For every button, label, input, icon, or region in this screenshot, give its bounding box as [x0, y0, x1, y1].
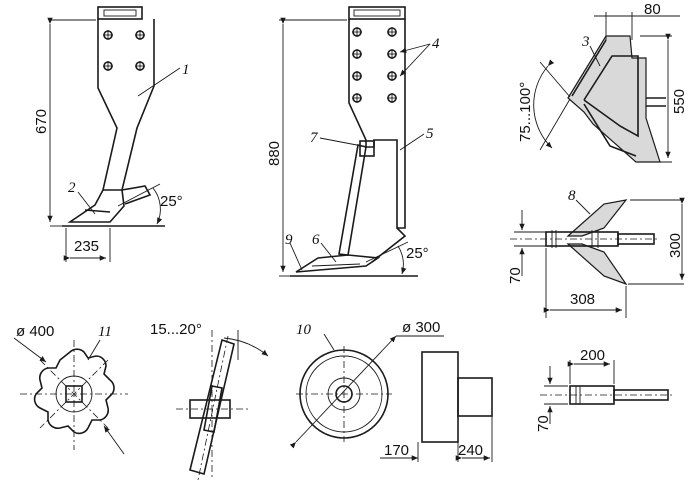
part-label-4: 4: [432, 36, 440, 52]
angle-25-left: 25°: [160, 193, 183, 210]
dim-880: 880: [266, 141, 283, 166]
v-share: [533, 12, 680, 163]
share-left: [67, 189, 125, 223]
dim-70-right: 70: [507, 267, 524, 284]
part-label-5: 5: [426, 126, 434, 142]
disc-side: [421, 351, 459, 443]
dim-80: 80: [644, 1, 661, 18]
dim-670: 670: [33, 109, 50, 134]
dim-550: 550: [671, 89, 688, 114]
inclined-blade: [189, 338, 235, 476]
part-label-11: 11: [98, 324, 112, 340]
part-label-9: 9: [285, 232, 293, 248]
disc-10: [289, 333, 493, 462]
star-disc: [13, 337, 128, 455]
duck-wing-bottom: [566, 243, 628, 286]
part-label-2: 2: [68, 180, 76, 196]
part-label-1: 1: [182, 62, 190, 78]
dim-235: 235: [74, 238, 99, 255]
dim-308: 308: [570, 291, 595, 308]
angle-15-20: 15...20°: [150, 321, 202, 338]
share-middle: [295, 254, 381, 273]
dim-phi400: ø 400: [16, 323, 54, 340]
v-share-body: [567, 35, 661, 163]
clamp-top-left: [97, 6, 143, 20]
part-label-3: 3: [581, 34, 590, 50]
shaft-rod: [613, 389, 669, 401]
shank-left: [97, 19, 155, 191]
part-label-8: 8: [568, 188, 576, 204]
angle-25-mid: 25°: [406, 245, 429, 262]
bolt-holes-left: [103, 30, 145, 71]
shaft: [540, 360, 672, 424]
dim-phi300: ø 300: [402, 319, 440, 336]
tine-middle: [279, 6, 431, 277]
part-label-6: 6: [312, 232, 320, 248]
part-label-10: 10: [296, 322, 312, 338]
clamp-top-middle: [348, 6, 406, 20]
disc-side-hub: [457, 377, 493, 417]
dim-240: 240: [458, 442, 483, 459]
dim-170: 170: [384, 442, 409, 459]
tine-left: [47, 6, 181, 262]
dim-70-bottom: 70: [535, 415, 552, 432]
inclined-disc: [176, 330, 269, 481]
duck-foot: [510, 197, 685, 318]
angle-75-100: 75...100°: [517, 82, 534, 142]
strut-7: [338, 144, 367, 256]
part-label-7: 7: [310, 130, 319, 146]
duck-wing-top: [566, 199, 628, 237]
bolt-holes-middle: [352, 27, 397, 103]
dim-300-right: 300: [667, 233, 684, 258]
strut-clamp: [359, 140, 375, 157]
dim-200: 200: [580, 347, 605, 364]
